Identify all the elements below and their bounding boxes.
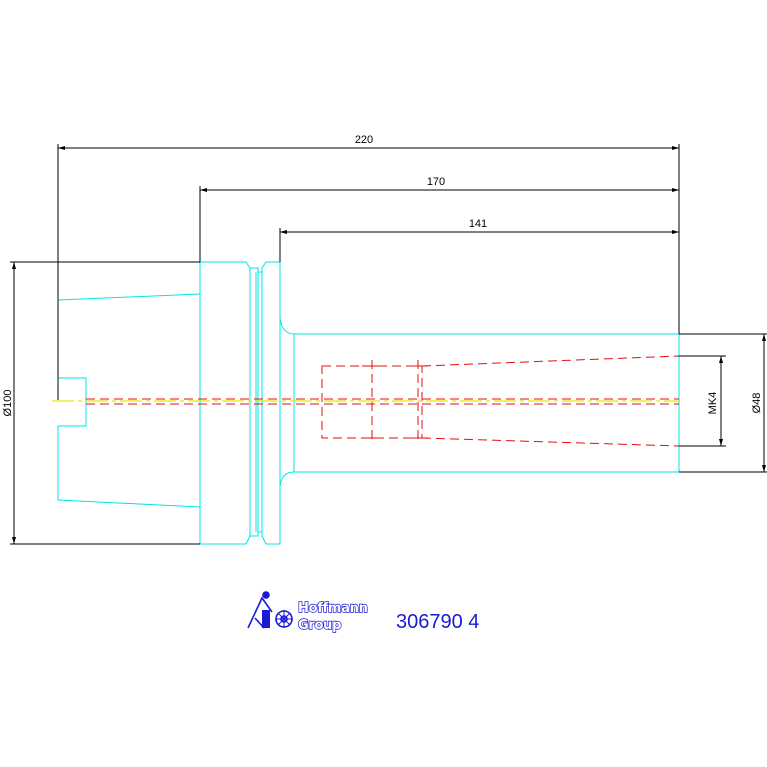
hidden-lines — [86, 355, 680, 447]
dim-text-d100: Ø100 — [2, 390, 14, 417]
taper-bore-bottom — [421, 437, 680, 447]
dim-text-170: 170 — [427, 176, 445, 188]
dim-text-220: 220 — [355, 134, 373, 146]
body-outline — [294, 333, 680, 473]
shank-bottom-line — [57, 499, 201, 508]
taper-bore-top — [421, 355, 680, 367]
neck-outline — [279, 317, 295, 487]
logo-text-line1: Hoffmann — [298, 601, 368, 616]
groove-ring-outline — [250, 267, 259, 537]
dim-text-d48: Ø48 — [751, 393, 763, 414]
flange-outline — [200, 261, 251, 545]
dimensions — [10, 144, 767, 545]
drive-slot-outline — [58, 377, 87, 427]
hoffmann-logo: Hoffmann Group — [247, 591, 369, 634]
dimension-arrows — [12, 146, 766, 544]
logo-emblem-icon — [247, 591, 293, 629]
shank-top-line — [57, 293, 201, 301]
dim-text-141: 141 — [469, 218, 487, 230]
dim-text-mk4: MK4 — [707, 392, 719, 415]
logo-text-line2: Group — [298, 618, 341, 633]
part-outline — [57, 261, 680, 545]
part-number: 306790 4 — [396, 611, 479, 633]
second-ring-outline — [261, 261, 281, 545]
